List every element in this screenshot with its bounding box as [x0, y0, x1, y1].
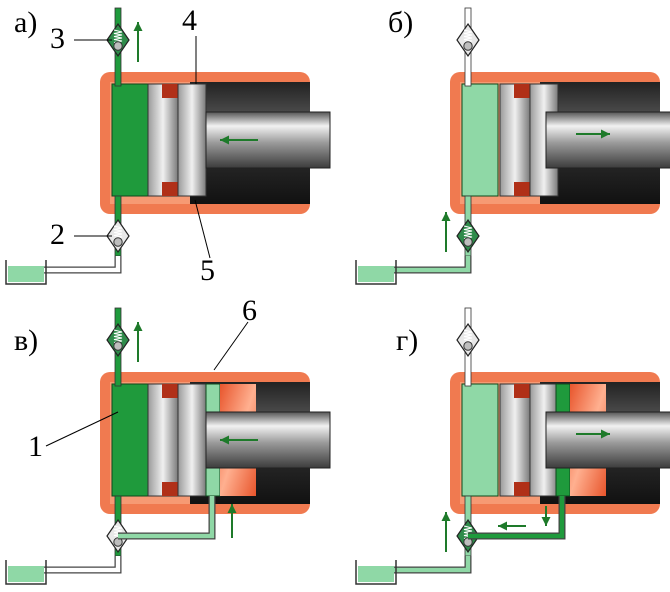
seal-top-v: [162, 384, 178, 398]
suction-line-g: [392, 556, 471, 573]
callout-4: 4: [182, 4, 197, 37]
tank-b: [355, 260, 397, 285]
callout-line-1: [45, 411, 119, 447]
callout-line-6: [213, 321, 249, 371]
valve-top-b-ball: [463, 41, 473, 51]
callout-lines: [45, 36, 249, 447]
flow-arrow-up-a-head: [133, 22, 143, 31]
valve-bottom-b-ball: [463, 237, 473, 247]
seal-top-a: [162, 84, 178, 98]
flow-arrow-up-g-head: [441, 512, 451, 521]
callout-6: 6: [242, 294, 257, 327]
piston-arrow-b-head: [601, 129, 610, 139]
seal-bottom-b: [514, 182, 530, 196]
seal-top-g: [514, 384, 530, 398]
panel-label-a: а): [14, 6, 38, 39]
valve-top-b: [456, 22, 480, 58]
chamber-b: [461, 83, 499, 197]
seal-top-b: [514, 84, 530, 98]
tank-fluid-b: [358, 266, 394, 282]
return-arrow-down-g-head: [541, 517, 551, 526]
rod-g: [545, 411, 670, 469]
chamber-v: [111, 383, 149, 497]
panel-v: [5, 307, 331, 585]
valve-top-a-ball: [113, 41, 123, 51]
valve-top-v-ball: [113, 341, 123, 351]
valve-top-g-spring: [463, 329, 473, 343]
valve-top-g-ball: [463, 341, 473, 351]
panel-label-v: в): [14, 324, 39, 357]
piston-a: [147, 83, 179, 197]
callout-line-5: [194, 199, 211, 259]
panel-b: [355, 7, 670, 285]
valve-top-v: [106, 322, 130, 358]
piston-arrow-v-head: [220, 435, 229, 445]
piston-arrow-a-head: [220, 135, 229, 145]
panel-g: [355, 307, 670, 585]
valve-top-v-spring: [113, 329, 123, 343]
callout-1: 1: [28, 430, 43, 463]
valve-top-g: [456, 322, 480, 358]
tank-fluid-a: [8, 266, 44, 282]
flow-arrow-up-b-head: [441, 212, 451, 221]
tank-fluid-g: [358, 566, 394, 582]
piston-b: [499, 83, 531, 197]
piston-arrow-g-head: [601, 429, 610, 439]
seal-bottom-g: [514, 482, 530, 496]
piston-head-a: [177, 83, 207, 197]
chamber-a: [111, 83, 149, 197]
piston-g: [499, 383, 531, 497]
valve-bottom-b: [456, 218, 480, 254]
valve-bottom-a-spring: [113, 225, 123, 239]
tank-a: [5, 260, 47, 285]
seal-bottom-v: [162, 482, 178, 496]
rod-b: [545, 111, 670, 169]
return-line-g: [468, 496, 565, 539]
valve-bottom-a: [106, 218, 130, 254]
panel-a: [5, 7, 331, 285]
return-arrow-v-head: [227, 504, 237, 513]
return-line-v: [118, 496, 215, 539]
valve-bottom-b-spring: [463, 225, 473, 239]
suction-line-v: [42, 556, 121, 573]
suction-line-b: [392, 256, 471, 273]
callout-3: 3: [50, 22, 65, 55]
chamber-g: [461, 383, 499, 497]
suction-line-a: [42, 256, 121, 273]
tank-v: [5, 560, 47, 585]
tank-g: [355, 560, 397, 585]
callout-2: 2: [50, 218, 65, 251]
flow-arrow-up-v-head: [133, 322, 143, 331]
panel-label-g: г): [396, 324, 419, 357]
return-arrow-left-g-head: [498, 521, 507, 531]
tank-fluid-v: [8, 566, 44, 582]
valve-top-b-spring: [463, 29, 473, 43]
piston-head-v: [177, 383, 207, 497]
panel-label-b: б): [388, 6, 414, 39]
valve-bottom-a-ball: [113, 237, 123, 247]
piston-v: [147, 383, 179, 497]
seal-bottom-a: [162, 182, 178, 196]
valve-top-a: [106, 22, 130, 58]
valve-top-a-spring: [113, 29, 123, 43]
callout-5: 5: [200, 254, 215, 287]
